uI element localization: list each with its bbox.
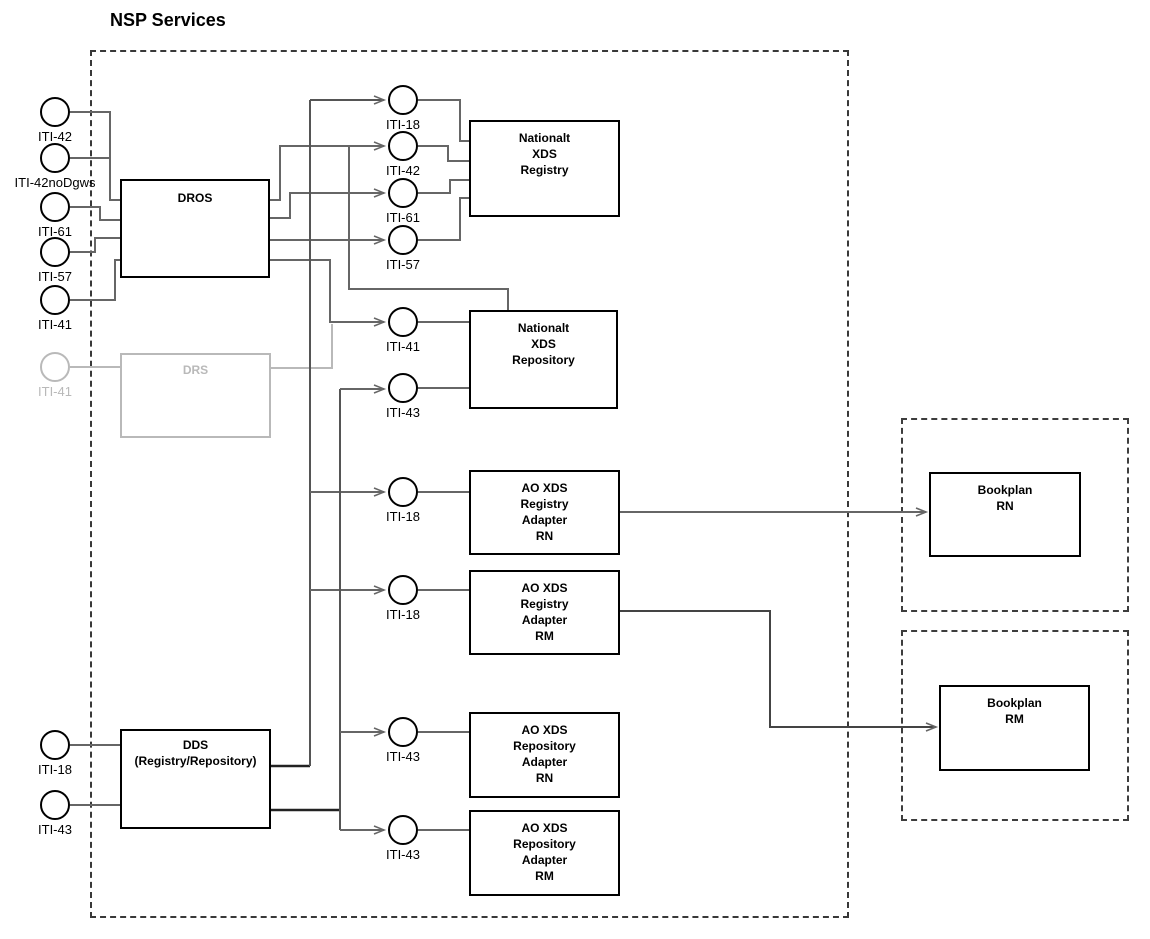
port-circle-iti41-drs-ghost: [40, 352, 70, 382]
bookplan-rn-frame: [901, 418, 1129, 612]
wire-iti57-to-dros: [70, 237, 120, 253]
port-label-iti42-registry: ITI-42: [386, 163, 420, 178]
port-label-iti61-ext: ITI-61: [38, 224, 72, 239]
wire-iti18-to-registry: [418, 99, 469, 142]
port-circle-iti18-reg-adapter-rm: [388, 575, 418, 605]
port-circle-iti61-ext: [40, 192, 70, 222]
port-circle-iti42: [40, 97, 70, 127]
port-label-iti43-repo-adapter-rm: ITI-43: [386, 847, 420, 862]
dds-box: DDS (Registry/Repository): [120, 729, 271, 829]
port-label-iti41-ext: ITI-41: [38, 317, 72, 332]
wire-iti61-to-dros: [70, 206, 120, 221]
national-xds-repository-box: Nationalt XDS Repository: [469, 310, 618, 409]
port-label-iti18-dds: ITI-18: [38, 762, 72, 777]
port-label-iti42: ITI-42: [38, 129, 72, 144]
port-circle-iti18-reg-adapter-rn: [388, 477, 418, 507]
ao-xds-registry-adapter-rm-box: AO XDS Registry Adapter RM: [469, 570, 620, 655]
bookplan-rn-box: Bookplan RN: [929, 472, 1081, 557]
wire-iti41-to-dros: [70, 259, 120, 301]
port-label-iti41-drs-ghost: ITI-41: [38, 384, 72, 399]
dros-box: DROS: [120, 179, 270, 278]
drs-box: DRS: [120, 353, 271, 438]
bookplan-rm-frame: [901, 630, 1129, 821]
nsp-services-frame: [90, 50, 849, 918]
national-xds-registry-box: Nationalt XDS Registry: [469, 120, 620, 217]
wire-dros-to-iti61: [270, 188, 387, 219]
port-circle-iti43-repo-adapter-rn: [388, 717, 418, 747]
port-label-iti18-reg-adapter-rn: ITI-18: [386, 509, 420, 524]
wire-iti57-to-registry: [418, 197, 469, 241]
bookplan-rm-box: Bookplan RM: [939, 685, 1090, 771]
port-label-iti57-registry: ITI-57: [386, 257, 420, 272]
wire-drs-out-ghost: [271, 324, 333, 369]
port-label-iti18-reg-adapter-rm: ITI-18: [386, 607, 420, 622]
port-circle-iti42nodgws: [40, 143, 70, 173]
ao-xds-repository-adapter-rn-box: AO XDS Repository Adapter RN: [469, 712, 620, 798]
port-label-iti57-ext: ITI-57: [38, 269, 72, 284]
port-circle-iti57-registry: [388, 225, 418, 255]
ao-xds-repository-adapter-rm-box: AO XDS Repository Adapter RM: [469, 810, 620, 896]
wire-iti42-to-dros: [70, 111, 120, 201]
port-label-iti18-registry: ITI-18: [386, 117, 420, 132]
wire-repository-to-iti42: [348, 146, 509, 310]
port-circle-iti43-repo-adapter-rm: [388, 815, 418, 845]
port-circle-iti43-repository: [388, 373, 418, 403]
wire-dros-to-iti42: [270, 141, 387, 201]
port-label-iti43-repo-adapter-rn: ITI-43: [386, 749, 420, 764]
port-circle-iti41-repository: [388, 307, 418, 337]
diagram-title: NSP Services: [110, 10, 226, 30]
port-circle-iti43-dds: [40, 790, 70, 820]
port-label-iti61-registry: ITI-61: [386, 210, 420, 225]
port-circle-iti18-dds: [40, 730, 70, 760]
wire-iti42-to-registry: [418, 145, 469, 162]
port-label-iti43-repository: ITI-43: [386, 405, 420, 420]
port-label-iti41-repository: ITI-41: [386, 339, 420, 354]
wire-reg-adapter-rm-to-bookplan-rm: [620, 610, 939, 732]
port-label-iti42nodgws: ITI-42noDgws: [14, 175, 96, 190]
wire-dros-to-iti41: [270, 259, 387, 327]
port-circle-iti41-ext: [40, 285, 70, 315]
port-circle-iti18-registry: [388, 85, 418, 115]
wire-iti61-to-registry: [418, 179, 469, 194]
port-circle-iti61-registry: [388, 178, 418, 208]
port-circle-iti57-ext: [40, 237, 70, 267]
ao-xds-registry-adapter-rn-box: AO XDS Registry Adapter RN: [469, 470, 620, 555]
port-circle-iti42-registry: [388, 131, 418, 161]
port-label-iti43-dds: ITI-43: [38, 822, 72, 837]
